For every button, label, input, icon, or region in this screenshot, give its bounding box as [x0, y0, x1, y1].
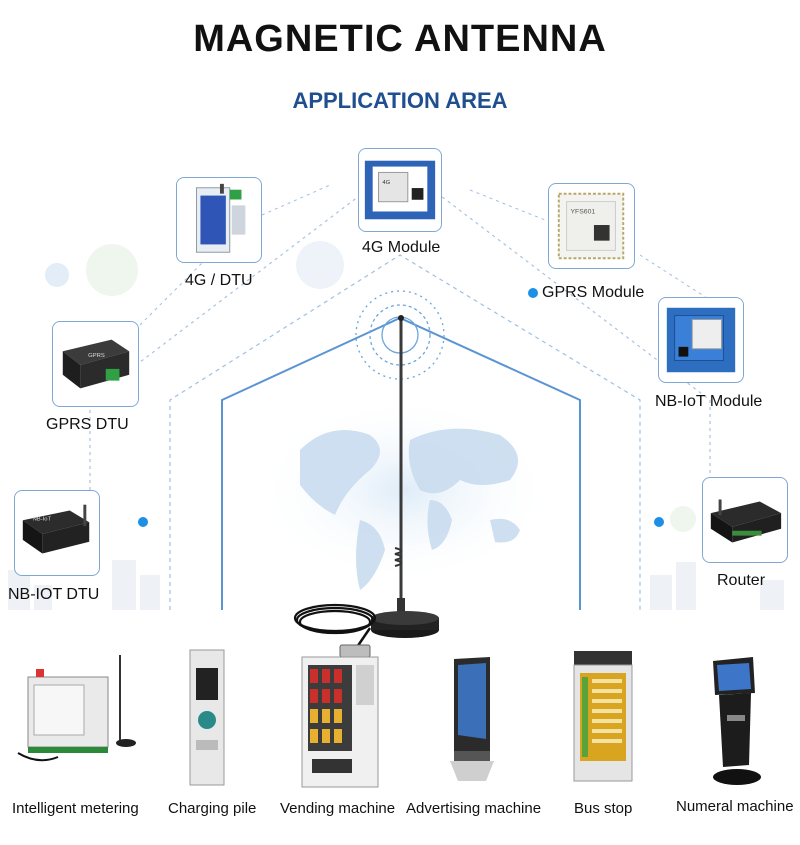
device-label-router: Router	[717, 572, 766, 589]
dtu-box-icon	[196, 183, 246, 253]
app-image-charging-pile	[182, 640, 232, 790]
device-label-gprs-dtu: GPRS DTU	[46, 416, 129, 433]
device-card-gprs-module: YFS601	[548, 183, 635, 269]
app-label-charging-pile: Charging pile	[168, 800, 257, 817]
app-image-vending-machine	[300, 655, 380, 790]
module-board-icon: 4G	[364, 160, 436, 220]
device-dot-gprs-module	[528, 288, 538, 298]
svg-text:YFS601: YFS601	[571, 208, 596, 215]
bus-stop-sign-icon	[573, 651, 633, 782]
chip-module-icon: YFS601	[557, 192, 625, 260]
vending-machine-icon	[301, 656, 379, 788]
app-label-vending-machine: Vending machine	[280, 800, 396, 817]
dtu-box-icon: NB-IoT	[22, 504, 90, 554]
app-image-numeral-machine	[705, 655, 765, 790]
device-dot-router	[654, 517, 664, 527]
dtu-box-icon: GPRS	[62, 339, 130, 389]
device-card-nb-iot-module	[658, 297, 744, 383]
device-card-4g-module: 4G	[358, 148, 442, 232]
kiosk-icon	[450, 657, 494, 781]
app-label-bus-stop: Bus stop	[574, 800, 633, 817]
charging-pile-icon	[189, 649, 225, 786]
app-image-advertising-machine	[440, 655, 500, 785]
device-card-router	[702, 477, 788, 563]
device-label-4g-dtu: 4G / DTU	[185, 272, 253, 289]
meter-icon	[17, 655, 136, 762]
page-title: MAGNETIC ANTENNA	[193, 18, 607, 60]
device-label-4g-module: 4G Module	[362, 239, 441, 256]
svg-text:NB-IoT: NB-IoT	[33, 516, 52, 522]
app-label-advertising-machine: Advertising machine	[406, 800, 542, 817]
app-label-numeral-machine: Numeral machine	[676, 798, 794, 815]
app-image-bus-stop	[568, 645, 638, 790]
device-card-nb-iot-dtu: NB-IoT	[14, 490, 100, 576]
svg-text:GPRS: GPRS	[88, 353, 105, 359]
device-card-gprs-dtu: GPRS	[52, 321, 139, 407]
svg-text:4G: 4G	[382, 180, 390, 186]
module-board-icon	[666, 307, 736, 373]
queue-kiosk-icon	[713, 657, 761, 785]
page-subtitle: APPLICATION AREA	[292, 88, 508, 113]
device-label-nb-iot-module: NB-IoT Module	[655, 393, 763, 410]
app-label-intelligent-metering: Intelligent metering	[12, 800, 139, 817]
device-card-4g-dtu	[176, 177, 262, 263]
app-image-intelligent-metering	[8, 655, 138, 770]
device-dot-nb-iot-dtu	[138, 517, 148, 527]
device-label-nb-iot-dtu: NB-IOT DTU	[8, 586, 100, 603]
device-label-gprs-module: GPRS Module	[542, 284, 645, 301]
router-icon	[710, 499, 782, 543]
